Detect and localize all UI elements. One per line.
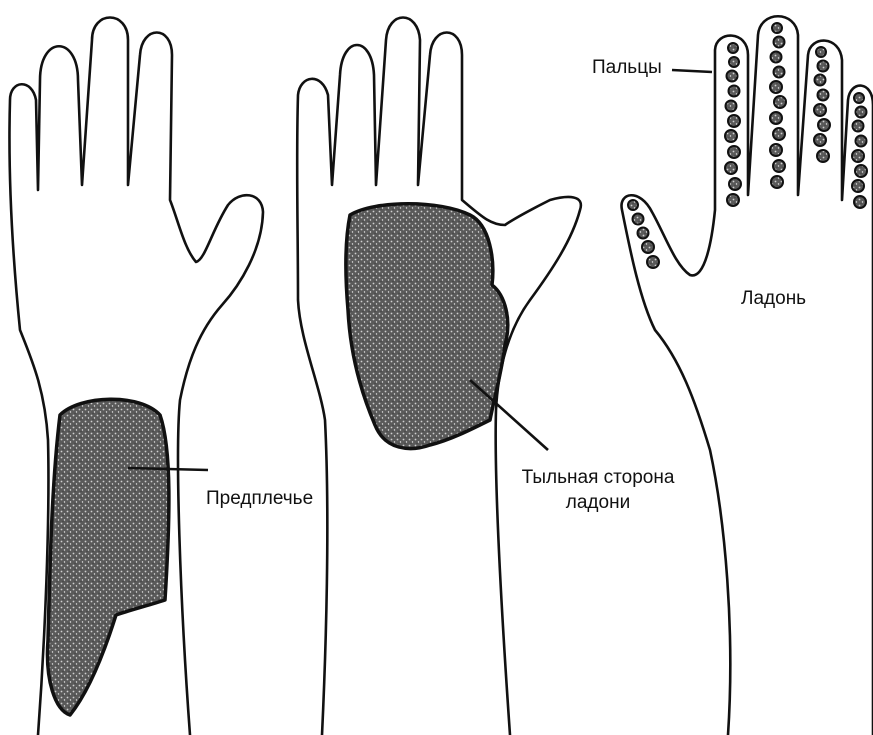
- finger-lesion: [726, 101, 737, 112]
- fingers-label: Пальцы: [592, 55, 662, 80]
- finger-lesion: [818, 90, 829, 101]
- finger-lesion: [854, 93, 864, 103]
- finger-lesion: [814, 134, 826, 146]
- finger-lesion: [729, 178, 741, 190]
- finger-lesion: [817, 150, 829, 162]
- palm-label: Ладонь: [741, 286, 806, 311]
- finger-lesion: [773, 128, 785, 140]
- thumb-lesion: [647, 256, 659, 268]
- middle-hand: [297, 18, 581, 735]
- finger-lesion: [728, 43, 738, 53]
- finger-lesion: [856, 107, 867, 118]
- finger-lesion: [727, 194, 739, 206]
- finger-lesion: [852, 150, 864, 162]
- right-hand: [622, 16, 873, 735]
- forearm-label: Предплечье: [206, 486, 313, 511]
- back-of-hand-label-line-2: ладони: [498, 490, 698, 515]
- finger-lesion: [729, 86, 740, 97]
- finger-lesion: [770, 144, 782, 156]
- finger-lesion: [815, 75, 826, 86]
- finger-lesion: [774, 67, 785, 78]
- left-hand: [9, 18, 263, 735]
- finger-lesion: [774, 96, 786, 108]
- back-of-hand-label: Тыльная сторона ладони: [498, 465, 698, 515]
- finger-lesion: [771, 176, 783, 188]
- finger-lesion: [772, 23, 782, 33]
- finger-lesion: [725, 162, 737, 174]
- finger-lesion: [814, 104, 826, 116]
- fingers-leader-line: [672, 70, 712, 72]
- finger-lesion: [770, 112, 782, 124]
- finger-lesion: [771, 52, 782, 63]
- finger-lesion: [729, 57, 739, 67]
- thumb-lesion: [642, 241, 654, 253]
- thumb-lesion: [638, 228, 649, 239]
- finger-lesion: [770, 81, 782, 93]
- finger-lesion: [728, 115, 740, 127]
- finger-lesion: [818, 119, 830, 131]
- finger-lesion: [773, 160, 785, 172]
- finger-lesion: [725, 130, 737, 142]
- thumb-lesion: [633, 214, 644, 225]
- middle-back-of-hand-patch: [346, 204, 508, 449]
- finger-lesion: [774, 37, 785, 48]
- back-of-hand-label-line-1: Тыльная сторона: [498, 465, 698, 490]
- finger-lesion: [728, 146, 740, 158]
- thumb-lesion: [628, 200, 638, 210]
- finger-lesion: [856, 136, 867, 147]
- finger-lesion: [852, 180, 864, 192]
- finger-lesion: [816, 47, 826, 57]
- finger-lesion: [855, 165, 867, 177]
- finger-lesion: [853, 121, 864, 132]
- finger-lesion: [727, 71, 738, 82]
- finger-lesion: [854, 196, 866, 208]
- right-hand-outline: [622, 16, 873, 735]
- finger-lesion: [818, 61, 829, 72]
